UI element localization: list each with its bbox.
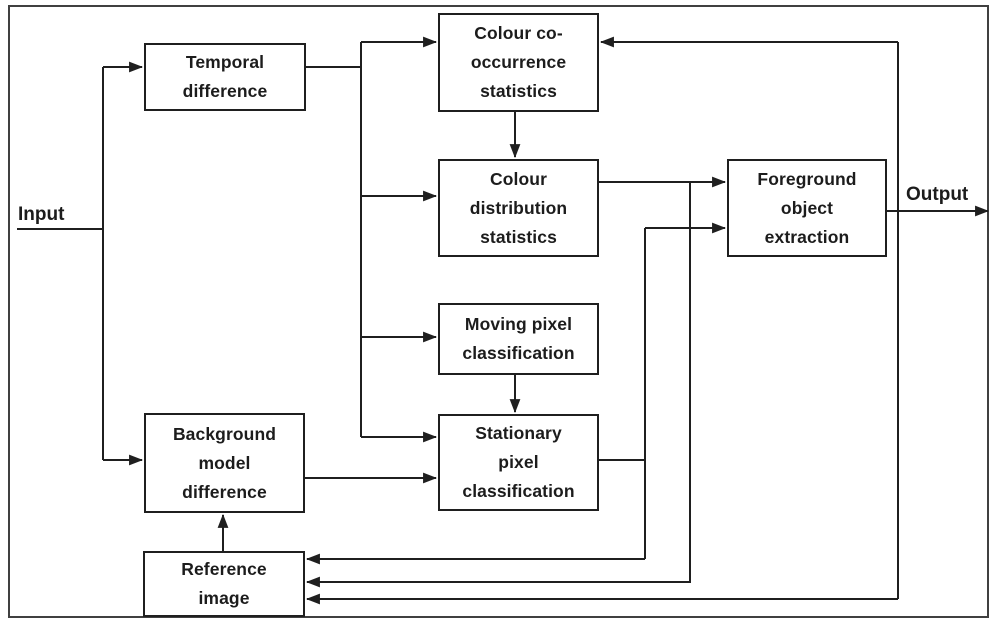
box-temporal-difference: Temporal difference bbox=[144, 43, 306, 111]
box-reference-image: Reference image bbox=[143, 551, 305, 617]
box-label-line: Moving pixel bbox=[464, 314, 573, 334]
box-moving-pixel-classification: Moving pixel classification bbox=[438, 303, 599, 375]
box-label-line: pixel bbox=[498, 452, 539, 472]
box-label-line: Reference bbox=[181, 559, 267, 579]
box-label-line: distribution bbox=[469, 197, 568, 218]
box-label-line: extraction bbox=[764, 226, 850, 247]
box-label-line: Colour bbox=[490, 168, 547, 189]
box-label-line: classification bbox=[462, 481, 575, 501]
box-colour-cooccurrence-statistics: Colour co- occurrence statistics bbox=[438, 13, 599, 112]
output-label: Output bbox=[906, 184, 969, 205]
diagram-border bbox=[8, 5, 989, 618]
box-label-line: statistics bbox=[480, 226, 557, 247]
box-label-line: Foreground bbox=[757, 168, 857, 189]
box-label-line: Stationary bbox=[475, 423, 562, 443]
box-colour-distribution-statistics: Colour distribution statistics bbox=[438, 159, 599, 257]
box-label-line: classification bbox=[462, 343, 575, 363]
input-label: Input bbox=[18, 204, 65, 225]
box-label-line: Background bbox=[172, 423, 277, 444]
box-label-line: statistics bbox=[480, 81, 557, 101]
box-label-line: Colour co- bbox=[474, 23, 563, 43]
box-label-line: difference bbox=[182, 81, 268, 101]
box-background-model-difference: Background model difference bbox=[144, 413, 305, 513]
connector-distribution-to-reference bbox=[305, 182, 691, 588]
box-label-line: object bbox=[780, 197, 834, 218]
box-label-line: model bbox=[198, 452, 251, 473]
box-label-line: difference bbox=[182, 481, 267, 502]
box-label-line: Temporal bbox=[185, 52, 265, 72]
box-label-line: image bbox=[198, 588, 250, 608]
box-stationary-pixel-classification: Stationary pixel classification bbox=[438, 414, 599, 511]
box-label-line: occurrence bbox=[470, 52, 567, 72]
box-foreground-object-extraction: Foreground object extraction bbox=[727, 159, 887, 257]
